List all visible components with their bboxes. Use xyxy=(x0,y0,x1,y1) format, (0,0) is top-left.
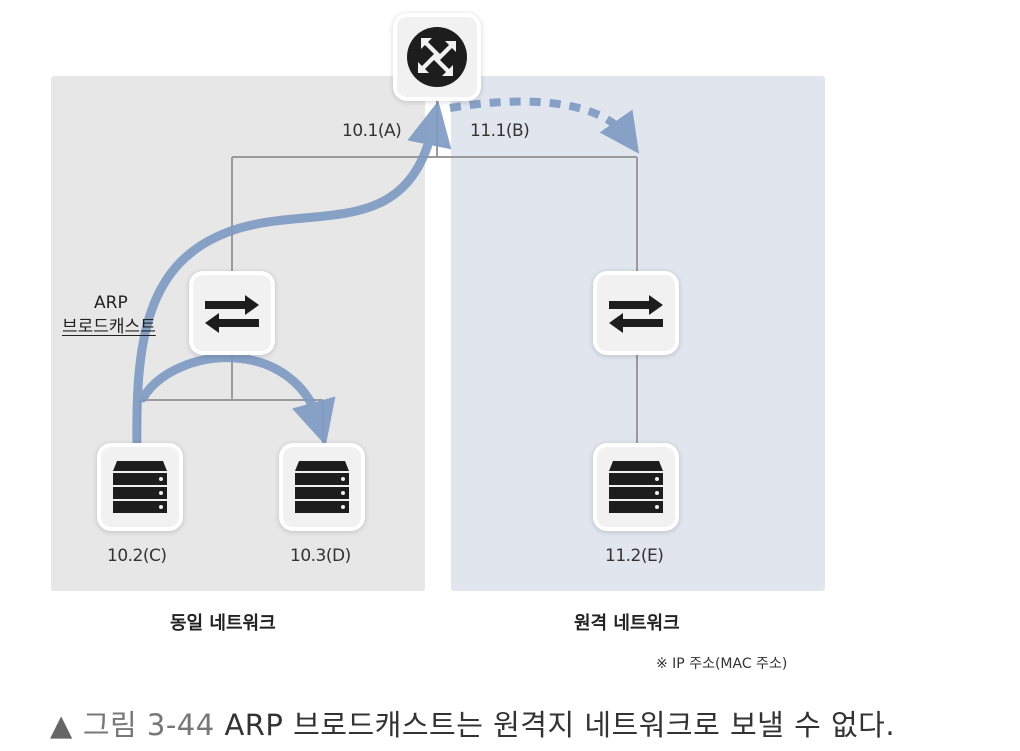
arp-broadcast-label: ARP 브로드캐스트 xyxy=(62,291,156,339)
remote-network-title: 원격 네트워크 xyxy=(574,613,680,634)
switch-icon xyxy=(205,295,259,333)
arp-to-host-d-arrow xyxy=(138,353,336,446)
caption-marker: ▲ xyxy=(50,708,73,742)
switch-icon xyxy=(609,295,663,333)
blocked-broadcast-arrow xyxy=(449,97,640,154)
arp-to-router-arrow xyxy=(132,100,452,453)
arp-label-line1: ARP xyxy=(94,293,128,313)
address-note: ※ IP 주소(MAC 주소) xyxy=(656,656,788,672)
host-e-label: 11.2(E) xyxy=(605,546,664,566)
server-icon xyxy=(295,461,349,513)
router-interface-a-label: 10.1(A) xyxy=(342,121,402,141)
cable-lines xyxy=(139,98,638,447)
router-icon xyxy=(407,27,467,87)
router-interface-b-label: 11.1(B) xyxy=(470,121,530,141)
arp-label-line2: 브로드캐스트 xyxy=(62,317,156,337)
same-network-title: 동일 네트워크 xyxy=(170,613,276,634)
server-icon xyxy=(113,461,167,513)
host-c-label: 10.2(C) xyxy=(107,546,167,566)
switch-right[interactable] xyxy=(597,275,675,351)
host-d[interactable] xyxy=(283,447,361,527)
host-c[interactable] xyxy=(101,447,179,527)
host-d-label: 10.3(D) xyxy=(290,546,351,566)
switch-left[interactable] xyxy=(193,275,271,351)
caption-text: ARP 브로드캐스트는 원격지 네트워크로 보낼 수 없다. xyxy=(224,708,896,742)
router[interactable] xyxy=(397,17,477,97)
caption-figure-number: 그림 3-44 xyxy=(82,708,215,742)
figure-caption: ▲ 그림 3-44 ARP 브로드캐스트는 원격지 네트워크로 보낼 수 없다. xyxy=(50,702,895,744)
server-icon xyxy=(609,461,663,513)
host-e[interactable] xyxy=(597,447,675,527)
